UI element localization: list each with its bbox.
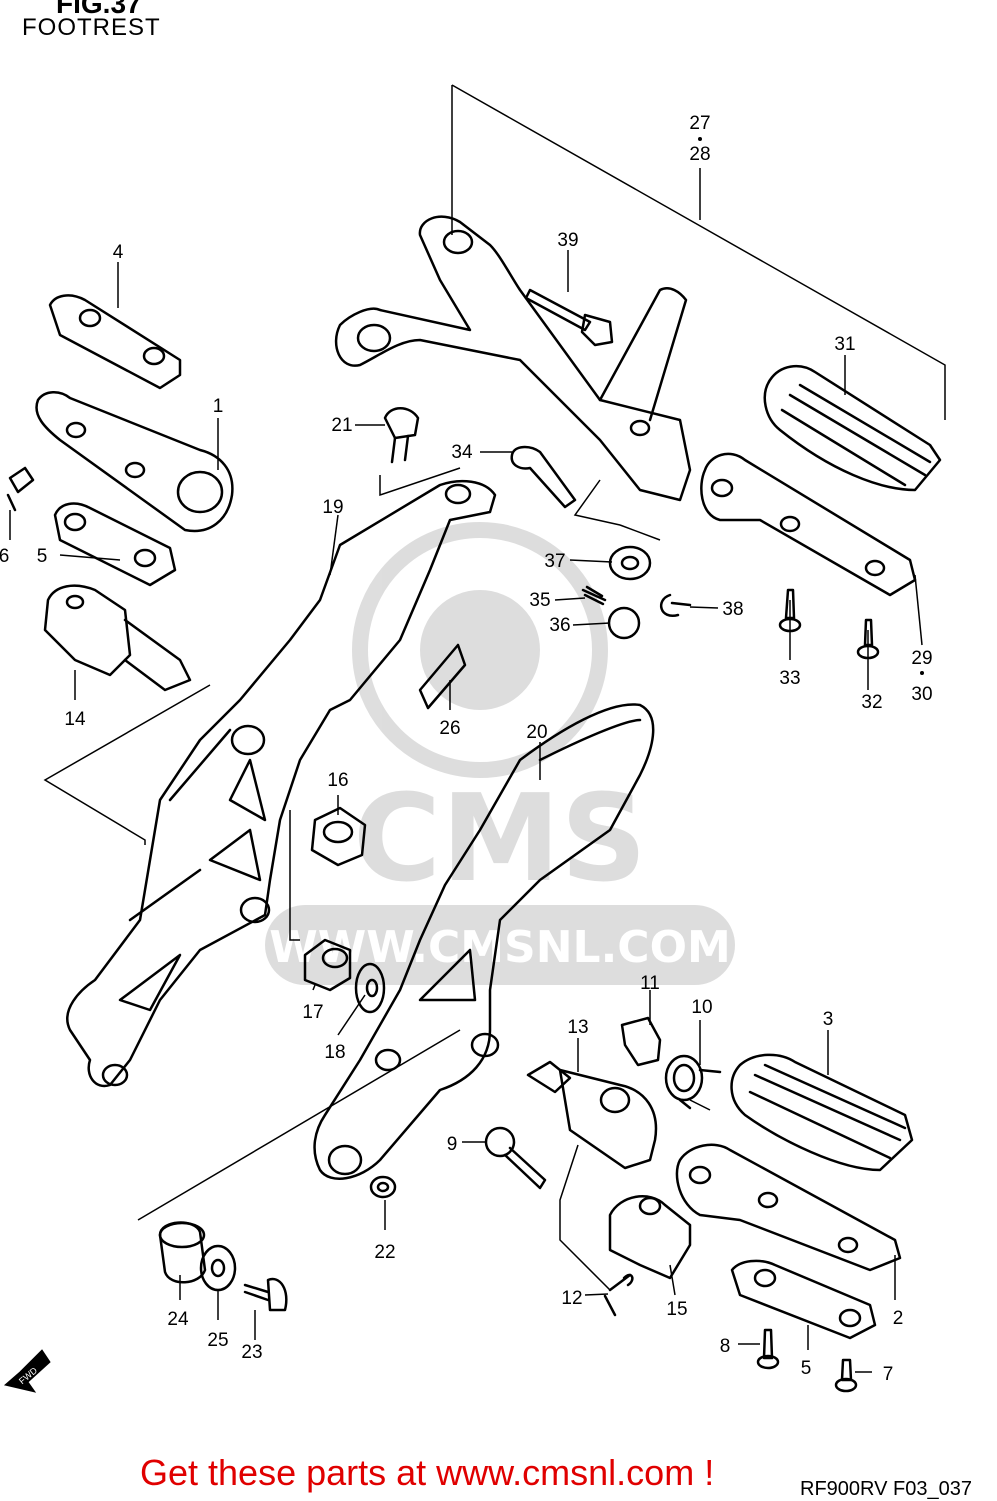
part-cotter-pin-12 <box>603 1273 634 1317</box>
part-spring-10 <box>664 1054 722 1110</box>
part-pivot-13 <box>526 1060 658 1170</box>
callout-15: 15 <box>666 1299 687 1320</box>
figure-title: FIG.37 <box>56 0 142 19</box>
part-main-frame-19 <box>66 479 497 1088</box>
part-front-footpeg-3 <box>730 1053 914 1172</box>
part-washer-18 <box>354 962 386 1014</box>
part-nut-17 <box>303 938 352 992</box>
part-pin-11 <box>620 1016 662 1067</box>
callout-19: 19 <box>322 497 343 518</box>
part-bolt-6 <box>6 466 35 512</box>
callout-17: 17 <box>302 1002 323 1023</box>
watermark-mascot-face-icon <box>420 590 540 710</box>
callout-13: 13 <box>567 1017 588 1038</box>
figure-subtitle: FOOTREST <box>22 14 161 41</box>
callout-34: 34 <box>451 442 473 463</box>
callout-23: 23 <box>241 1342 262 1363</box>
callout-separator-dot <box>698 137 702 141</box>
callout-16: 16 <box>327 770 348 791</box>
part-bolt-21 <box>383 407 420 464</box>
leader-lines <box>9 84 946 1373</box>
callout-4: 4 <box>113 242 124 263</box>
callout-22: 22 <box>374 1242 395 1263</box>
callout-18: 18 <box>324 1042 345 1063</box>
part-bolt-39 <box>524 288 614 347</box>
part-plate-5-lower <box>730 1259 877 1340</box>
callout-separator-dot <box>920 671 924 675</box>
diagram-code: RF900RV F03_037 <box>800 1478 972 1500</box>
callout-21: 21 <box>331 415 352 436</box>
part-bolt-23 <box>243 1277 288 1312</box>
callout-39: 39 <box>557 230 578 251</box>
callout-35: 35 <box>529 590 550 611</box>
part-ball-36 <box>607 606 641 640</box>
callout-3: 3 <box>823 1009 834 1030</box>
callout-36: 36 <box>549 615 570 636</box>
part-front-peg-bracket-1 <box>35 391 234 533</box>
callout-10: 10 <box>691 997 712 1018</box>
part-pin-9 <box>484 1126 547 1190</box>
part-front-peg-bracket-2 <box>675 1143 902 1272</box>
callout-30: 30 <box>911 684 932 705</box>
part-bolt-7 <box>834 1358 858 1393</box>
callout-2: 2 <box>893 1308 904 1329</box>
part-rear-footpeg-31 <box>763 364 942 492</box>
callout-8: 8 <box>720 1336 731 1357</box>
callout-5-lower: 5 <box>801 1358 812 1379</box>
callout-7: 7 <box>883 1364 894 1385</box>
part-collar-24 <box>158 1221 207 1284</box>
watermark-mascot-icon <box>352 522 608 778</box>
part-rear-peg-bracket-29-30 <box>700 452 917 597</box>
callout-38: 38 <box>722 599 743 620</box>
callout-1: 1 <box>213 396 224 417</box>
part-washer-25 <box>199 1244 237 1292</box>
part-clip-38 <box>659 593 692 618</box>
part-nut-16 <box>310 806 367 867</box>
callout-27: 27 <box>689 113 710 134</box>
part-washer-22 <box>369 1175 397 1199</box>
part-bracket-15 <box>608 1195 692 1280</box>
part-label-26 <box>418 643 467 710</box>
callout-33: 33 <box>779 668 800 689</box>
callout-31: 31 <box>834 334 855 355</box>
callout-29: 29 <box>911 648 932 669</box>
part-spring-35 <box>581 585 607 606</box>
part-washer-37 <box>608 545 652 581</box>
part-plate-4 <box>48 294 182 390</box>
callout-26: 26 <box>439 718 460 739</box>
callout-11: 11 <box>640 973 660 994</box>
watermark-brand: CMS <box>353 770 647 909</box>
forward-arrow-icon: FWD <box>3 1349 51 1393</box>
part-plate-5-upper <box>53 502 177 587</box>
callout-labels: 1 2 3 4 5 5 6 7 8 9 10 11 12 13 14 15 16… <box>0 113 933 1385</box>
callout-14: 14 <box>64 709 86 730</box>
callout-28: 28 <box>689 144 710 165</box>
callout-6: 6 <box>0 546 9 567</box>
watermark-url-plate <box>265 905 735 985</box>
callout-9: 9 <box>447 1134 458 1155</box>
callout-5-upper: 5 <box>37 546 48 567</box>
watermark-url: WWW.CMSNL.COM <box>269 922 731 973</box>
callout-12: 12 <box>561 1288 582 1309</box>
callout-25: 25 <box>207 1330 228 1351</box>
part-pin-34 <box>510 445 577 509</box>
callout-32: 32 <box>861 692 882 713</box>
part-bracket-14 <box>43 584 192 692</box>
callout-37: 37 <box>544 551 565 572</box>
callout-20: 20 <box>526 722 547 743</box>
part-frame-20 <box>313 703 655 1180</box>
get-parts-link[interactable]: Get these parts at www.cmsnl.com ! <box>140 1452 715 1493</box>
part-rear-bracket-27-28 <box>334 215 692 502</box>
callout-24: 24 <box>167 1309 189 1330</box>
part-bolt-8 <box>756 1328 780 1370</box>
